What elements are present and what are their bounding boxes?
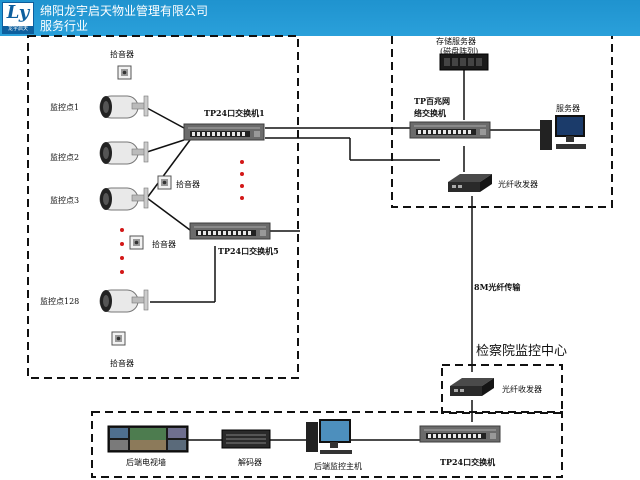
camera-icon-1 xyxy=(99,95,149,119)
pickup-label-top: 拾音器 xyxy=(110,49,134,59)
transceiver-bottom-label: 光纤收发器 xyxy=(502,384,542,394)
switch-5-icon xyxy=(189,222,271,240)
red-ellipsis-dots xyxy=(120,160,244,274)
fiber-link-label: 8M光纤传输 xyxy=(474,282,521,292)
camera-icon-3 xyxy=(99,187,149,211)
switch-1-icon xyxy=(183,123,265,141)
pickup-device-top xyxy=(117,65,132,80)
header-bar: Ly 龙宇启天 绵阳龙宇启天物业管理有限公司 服务行业 xyxy=(0,0,640,36)
switch-1-label: TP24口交换机1 xyxy=(204,108,265,118)
company-logo: Ly 龙宇启天 xyxy=(2,2,34,34)
camera-icon-2 xyxy=(99,141,149,165)
connection-lines xyxy=(146,69,540,441)
decoder-label: 解码器 xyxy=(238,457,262,467)
monitor-label-2: 监控点2 xyxy=(50,152,79,162)
center-title: 检察院监控中心 xyxy=(476,344,567,359)
video-wall-icon xyxy=(107,425,189,453)
server-label: 服务器 xyxy=(556,103,580,113)
industry-label: 服务行业 xyxy=(40,19,89,33)
company-name: 绵阳龙宇启天物业管理有限公司 xyxy=(40,4,209,18)
monitor-label-3: 监控点3 xyxy=(50,195,79,205)
pickup-device-2 xyxy=(157,175,172,190)
storage-label-line2: (磁盘阵列) xyxy=(440,46,478,56)
monitor-label-128: 监控点128 xyxy=(40,296,79,306)
switch-bottom-icon xyxy=(419,425,501,443)
backend-host-label: 后端监控主机 xyxy=(314,461,362,471)
backend-zone-border xyxy=(91,411,563,478)
logo-subtext: 龙宇启天 xyxy=(3,26,33,33)
switch-5-label: TP24口交换机5 xyxy=(218,246,279,256)
camera-zone-border xyxy=(27,35,299,379)
pickup-device-3 xyxy=(129,235,144,250)
core-switch-label-line2: 络交换机 xyxy=(414,108,446,118)
transceiver-top-icon xyxy=(448,174,492,192)
pickup-label-3: 拾音器 xyxy=(152,239,176,249)
storage-server-icon xyxy=(439,53,489,71)
monitor-label-1: 监控点1 xyxy=(50,102,79,112)
pickup-label-bottom: 拾音器 xyxy=(110,358,134,368)
pickup-label-2: 拾音器 xyxy=(176,179,200,189)
core-switch-label-line1: TP百兆网 xyxy=(414,96,450,106)
core-switch-icon xyxy=(409,121,491,139)
camera-icon-128 xyxy=(99,289,149,313)
backend-host-icon xyxy=(306,419,352,454)
server-zone-border xyxy=(391,36,613,208)
logo-text: Ly xyxy=(6,2,30,23)
switch-bottom-label: TP24口交换机 xyxy=(440,457,495,467)
transceiver-top-label: 光纤收发器 xyxy=(498,179,538,189)
decoder-icon xyxy=(221,429,271,449)
server-computer-icon xyxy=(540,115,586,150)
pickup-device-bottom xyxy=(111,331,126,346)
storage-label-line1: 存储服务器 xyxy=(436,36,476,46)
video-wall-label: 后端电视墙 xyxy=(126,457,166,467)
transceiver-bottom-icon xyxy=(450,378,494,396)
